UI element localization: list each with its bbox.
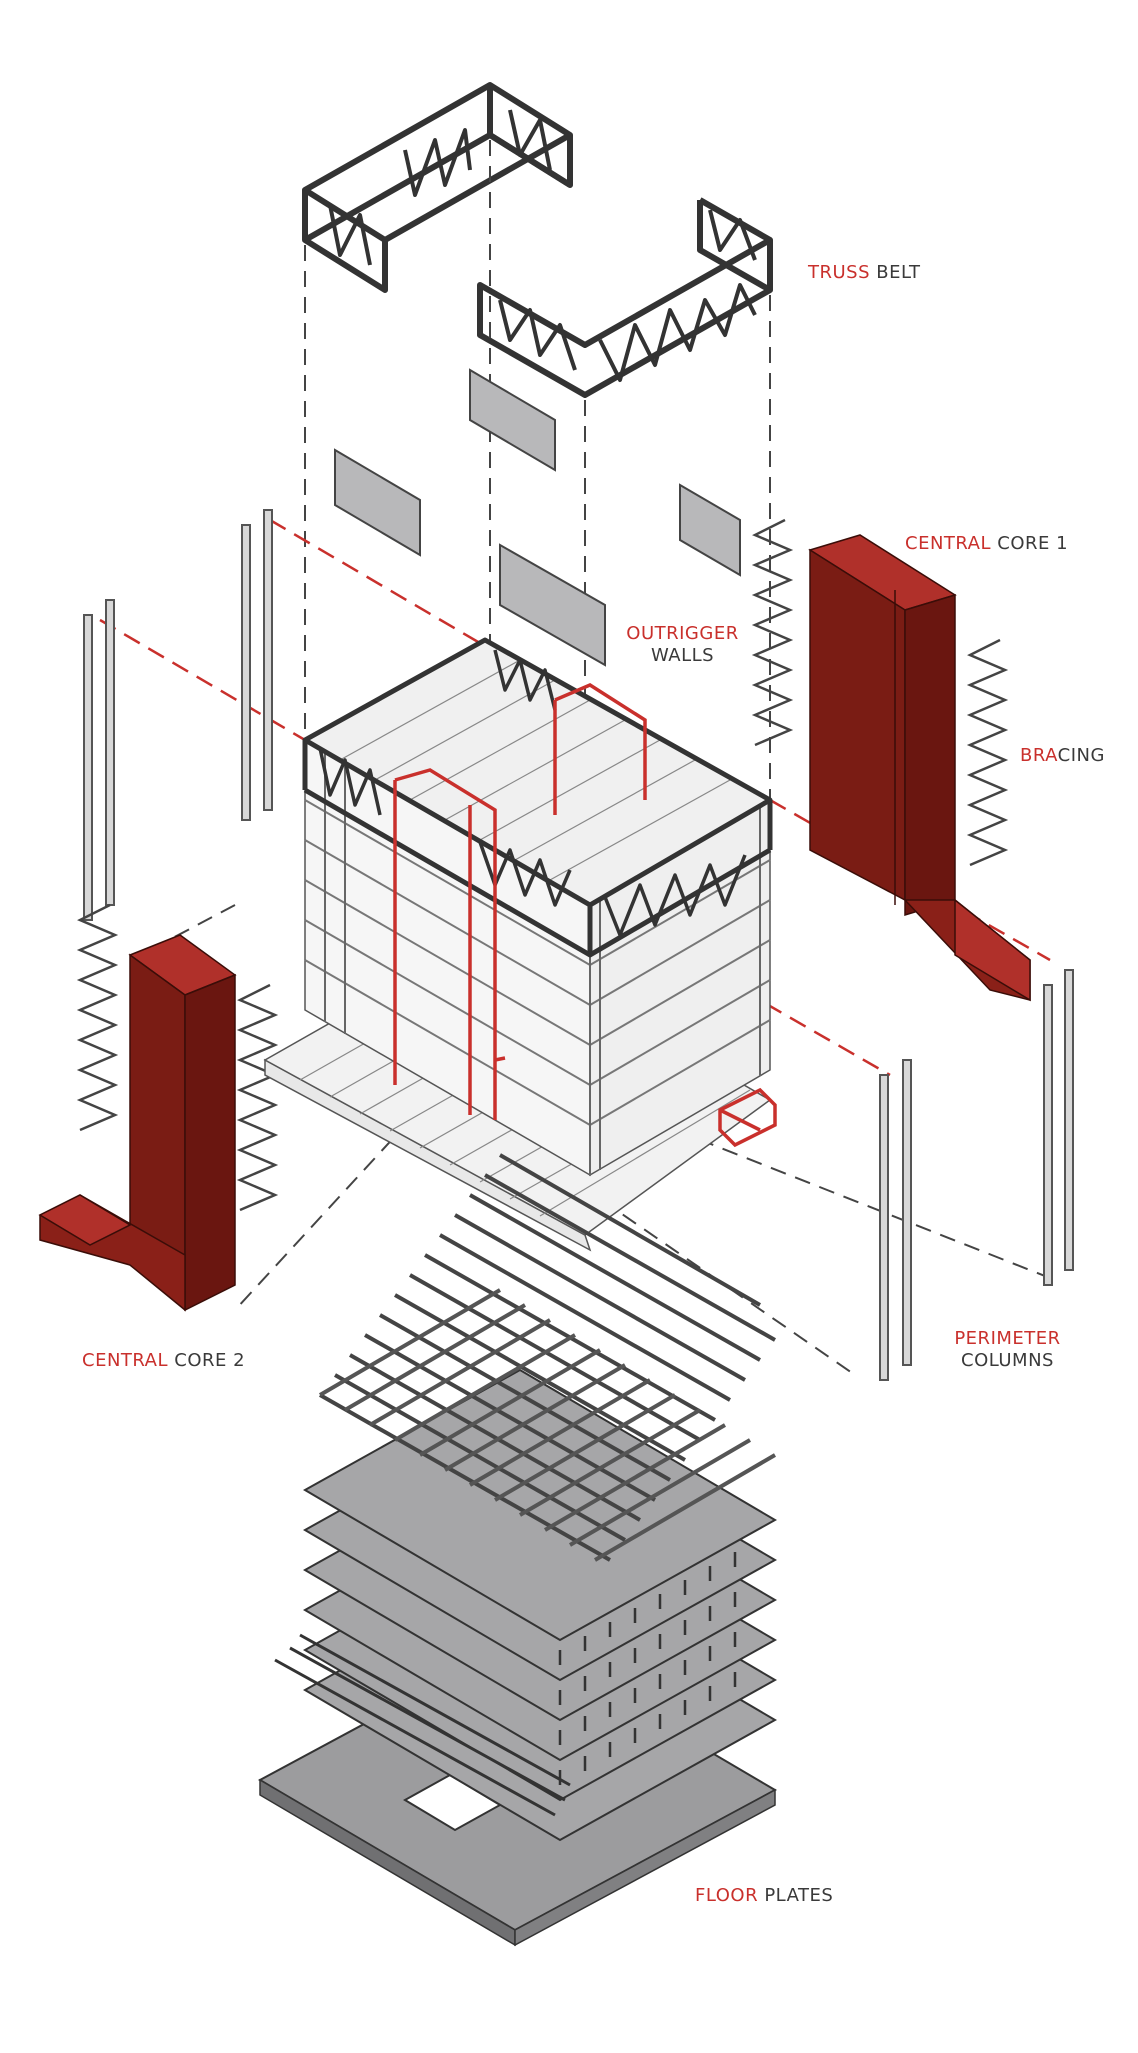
label-central-core-2-rest: CORE 2 <box>174 1350 246 1371</box>
perimeter-columns <box>83 509 1074 1381</box>
label-central-core-2: CENTRAL CORE 2 <box>82 1350 245 1372</box>
label-central-core-1-accent: CENTRAL <box>905 533 992 554</box>
label-floor-plates-rest: PLATES <box>764 1885 834 1906</box>
label-bracing-accent: BRA <box>1020 745 1058 766</box>
central-core-2 <box>38 934 237 1312</box>
label-truss-belt-rest: BELT <box>876 262 921 283</box>
truss-belt-lower-right <box>477 197 773 398</box>
truss-belt-upper-left <box>302 82 573 293</box>
bracing <box>76 518 1009 1212</box>
label-perimeter-columns-accent: PERIMETER <box>954 1328 1061 1349</box>
main-building-frame <box>263 637 777 1252</box>
label-bracing-rest: CING <box>1057 745 1105 766</box>
label-perimeter-columns: PERIMETER COLUMNS <box>945 1328 1070 1372</box>
central-core-1 <box>808 534 1031 1002</box>
label-outrigger-walls-rest: WALLS <box>650 645 715 666</box>
label-outrigger-walls: OUTRIGGER WALLS <box>620 623 745 667</box>
label-outrigger-walls-accent: OUTRIGGER <box>626 623 739 644</box>
floor-plates <box>257 1153 778 1947</box>
label-truss-belt-accent: TRUSS <box>808 262 871 283</box>
label-perimeter-columns-rest: COLUMNS <box>961 1350 1054 1371</box>
label-floor-plates: FLOOR PLATES <box>695 1885 833 1907</box>
label-central-core-2-accent: CENTRAL <box>82 1350 169 1371</box>
label-central-core-1: CENTRAL CORE 1 <box>905 533 1068 555</box>
label-central-core-1-rest: CORE 1 <box>997 533 1069 554</box>
label-bracing: BRACING <box>1020 745 1105 767</box>
label-truss-belt: TRUSS BELT <box>808 262 921 284</box>
outrigger-wall-panels <box>334 368 741 667</box>
label-floor-plates-accent: FLOOR <box>695 1885 759 1906</box>
